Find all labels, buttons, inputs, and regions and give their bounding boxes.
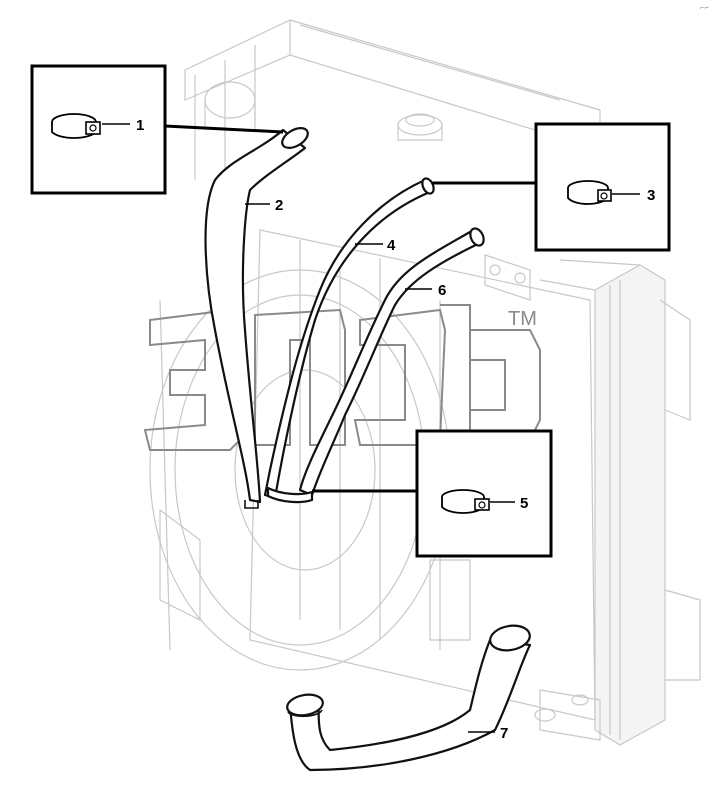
callout-label-6: 6: [438, 282, 446, 299]
hose-clamp-icon: [441, 489, 490, 514]
callout-label-5: 5: [520, 495, 528, 512]
callout-label-1: 1: [136, 117, 144, 134]
callout-box-5: 5: [415, 429, 553, 558]
leader-1: [164, 124, 284, 134]
callout-box-3: 3: [534, 122, 671, 252]
corner-mark: ⌐⌐: [700, 3, 710, 12]
hose-clamp-icon: [567, 180, 612, 205]
callout-label-7: 7: [500, 725, 508, 742]
hose-clamp-icon: [51, 113, 101, 139]
callout-box-1: 1: [30, 64, 167, 195]
callout-label-4: 4: [387, 237, 396, 254]
watermark-logo: TM: [143, 304, 541, 451]
watermark-trademark: TM: [508, 308, 537, 330]
hose-6: [266, 227, 485, 504]
hose-2: [204, 127, 309, 509]
radiator-assembly-background: [149, 19, 701, 746]
hose-4: [263, 177, 435, 500]
callout-label-2: 2: [275, 197, 283, 214]
hose-7: [286, 624, 532, 772]
callout-label-3: 3: [647, 187, 655, 204]
